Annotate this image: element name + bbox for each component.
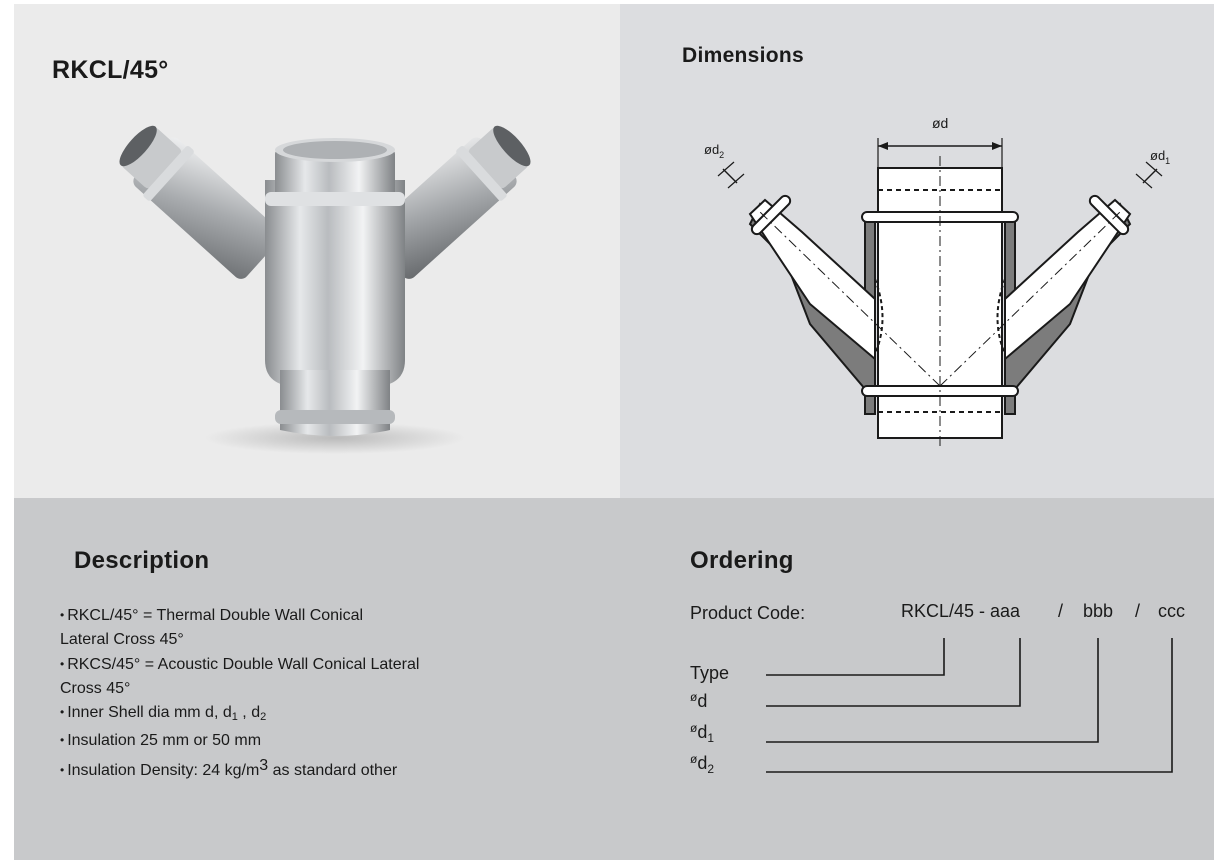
dimensions-diagram: ød ød2 ød1 [704,115,1170,446]
description-title: Description [74,547,210,574]
description-item: •Insulation Density: 24 kg/m3 as standar… [60,756,398,779]
ordering-title: Ordering [690,547,794,574]
dimension-label-d2: ød2 [704,142,724,160]
ordering-row-d2: ød2 [690,752,715,776]
ordering-row-type: Type [690,663,730,683]
description-item-continued: Cross 45° [60,679,131,697]
ordering-row-d1: ød1 [690,721,715,745]
description-item-continued: Lateral Cross 45° [60,631,184,649]
description-item: •RKCL/45° = Thermal Double Wall Conical [60,607,364,624]
dimensions-title: Dimensions [682,44,805,67]
ordering-connector-lines [766,638,1173,773]
dimension-label-d1: ød1 [1150,148,1170,166]
description-list: •RKCL/45° = Thermal Double Wall Conical … [60,604,580,783]
dimension-label-d: ød [932,115,948,131]
details-panel [14,498,1214,860]
description-item: •Inner Shell dia mm d, d1 , d2 [60,704,267,724]
code-separator: / [1135,601,1141,621]
product-code-label: Product Code: [690,603,806,623]
ordering-row-d: ød [690,690,708,711]
code-part-type: RKCL/45 - aaa [901,601,1021,621]
product-title: RKCL/45° [52,56,169,84]
description-item: •RKCS/45° = Acoustic Double Wall Conical… [60,655,420,673]
description-item: •Insulation 25 mm or 50 mm [60,732,262,750]
code-separator: / [1058,601,1064,621]
code-part-bbb: bbb [1083,601,1114,621]
code-part-ccc: ccc [1158,601,1185,621]
product-photo [119,125,531,454]
